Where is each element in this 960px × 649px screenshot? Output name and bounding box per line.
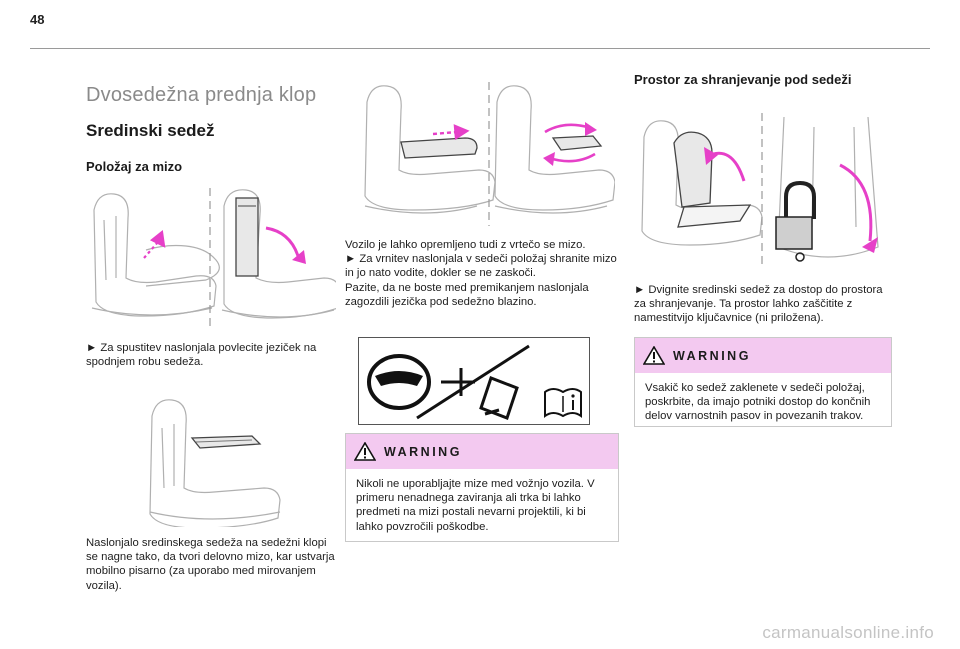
warning-triangle-icon <box>643 346 665 365</box>
section-title-table-position: Položaj za mizo <box>86 159 183 174</box>
left-description: Naslonjalo sredinskega sedeža na sedežni… <box>86 537 335 592</box>
header-rule <box>30 48 930 49</box>
info-book-icon <box>544 388 582 418</box>
padlock-icon <box>775 180 816 262</box>
warning-header: WARNING <box>346 434 618 469</box>
left-column: Dvosedežna prednja klop Sredinski sedež … <box>86 60 336 174</box>
section-title-storage: Prostor za shranjevanje pod sedeži <box>634 72 852 87</box>
seat-desk-illustration <box>140 392 290 527</box>
watermark: carmanualsonline.info <box>762 623 934 642</box>
no-table-while-driving-pictogram <box>358 337 590 425</box>
under-seat-storage-illustration <box>634 107 890 273</box>
steering-wheel-icon <box>367 354 431 410</box>
warning-header: WARNING <box>635 338 891 373</box>
left-instruction: ► Za spustitev naslonjala povlecite jezi… <box>86 342 317 369</box>
warning-title: WARNING <box>673 348 751 363</box>
seat-table-illustration <box>86 180 336 330</box>
warning-text: Nikoli ne uporabljajte mize med vožnjo v… <box>356 478 595 533</box>
warning-title: WARNING <box>384 444 462 459</box>
rotating-table-illustration <box>357 76 615 234</box>
subtitle-center-seat: Sredinski sedež <box>86 121 215 140</box>
right-instruction: ► Dvignite sredinski sedež za dostop do … <box>634 284 883 325</box>
warning-triangle-icon <box>354 442 376 461</box>
page-number: 48 <box>30 12 45 27</box>
warning-box-table: WARNING Nikoli ne uporabljajte mize med … <box>345 433 619 542</box>
page-title: Dvosedežna prednja klop <box>86 84 317 106</box>
warning-box-storage: WARNING Vsakič ko sedež zaklenete v sede… <box>634 337 892 427</box>
warning-text: Vsakič ko sedež zaklenete v sedeči polož… <box>645 382 871 423</box>
middle-text: Vozilo je lahko opremljeno tudi z vrtečo… <box>345 239 617 308</box>
